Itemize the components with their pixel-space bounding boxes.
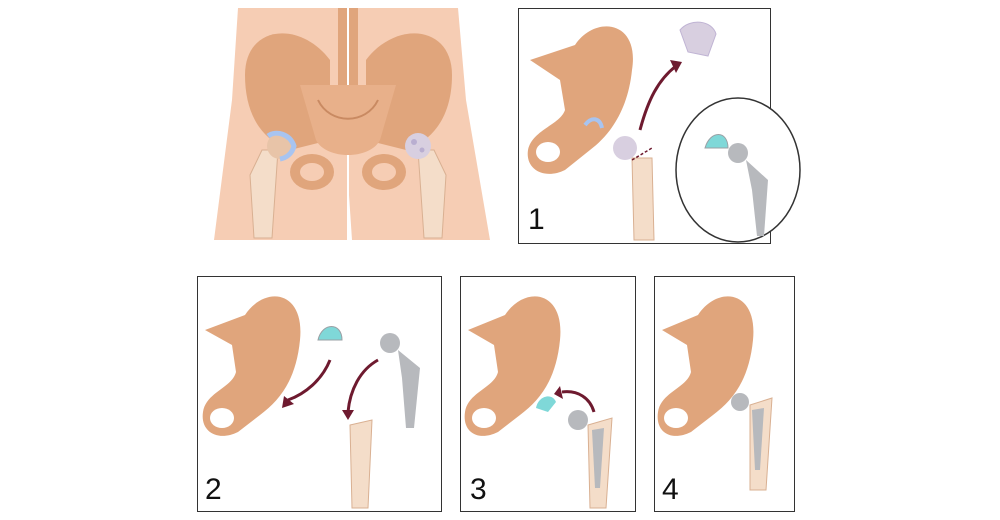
step-2-number: 2 (205, 473, 222, 506)
acetabular-cup-icon (317, 326, 343, 341)
left-femoral-head (267, 133, 293, 159)
femoral-stem-implant-icon (592, 428, 604, 488)
right-ilium (366, 33, 452, 150)
hip-bone-icon (657, 296, 754, 436)
hip-bone-icon (527, 26, 633, 174)
sacrum (300, 85, 396, 155)
step-3-number: 3 (470, 473, 487, 506)
curved-arrow-icon (561, 390, 596, 413)
acetabular-cup-icon (536, 396, 556, 412)
acetabular-cup-icon (704, 134, 729, 149)
right-femoral-head-damaged (405, 133, 431, 159)
left-ilium (245, 33, 330, 150)
left-cartilage (266, 130, 297, 162)
femoral-head-implant-icon (728, 143, 748, 163)
femoral-stem-implant-icon (752, 408, 764, 470)
curved-arrow-icon (346, 358, 379, 413)
hip-bone-icon (202, 296, 301, 436)
femoral-head-damaged-icon (613, 136, 637, 160)
femur-icon (349, 419, 373, 509)
hip-bone-icon (464, 296, 561, 436)
step-4-number: 4 (662, 473, 679, 506)
femoral-head-implant-icon (731, 393, 749, 411)
femoral-stem-implant-icon (746, 160, 768, 236)
removed-femoral-head-icon (679, 21, 717, 57)
femur-icon (631, 157, 655, 241)
step-1-number: 1 (528, 203, 545, 236)
femoral-stem-implant-icon (398, 350, 420, 428)
curved-arrow-icon (638, 64, 677, 131)
femoral-head-implant-icon (568, 410, 588, 430)
implant-inset (675, 97, 801, 243)
curved-arrow-icon (287, 359, 332, 402)
femoral-head-implant-icon (380, 333, 400, 353)
